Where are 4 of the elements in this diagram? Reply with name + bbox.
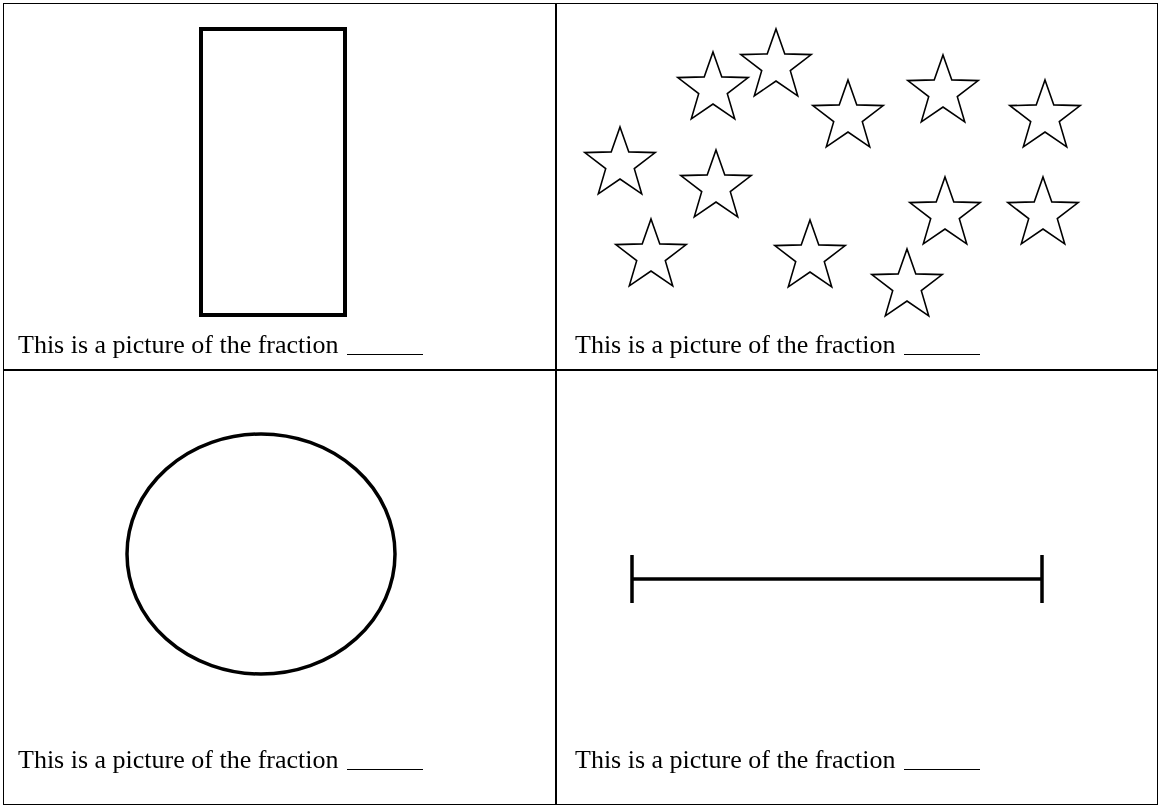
prompt-text: This is a picture of the fraction [18,745,339,775]
prompt-text: This is a picture of the fraction [18,330,339,360]
prompt-text: This is a picture of the fraction [575,745,896,775]
prompt-text: This is a picture of the fraction [575,330,896,360]
